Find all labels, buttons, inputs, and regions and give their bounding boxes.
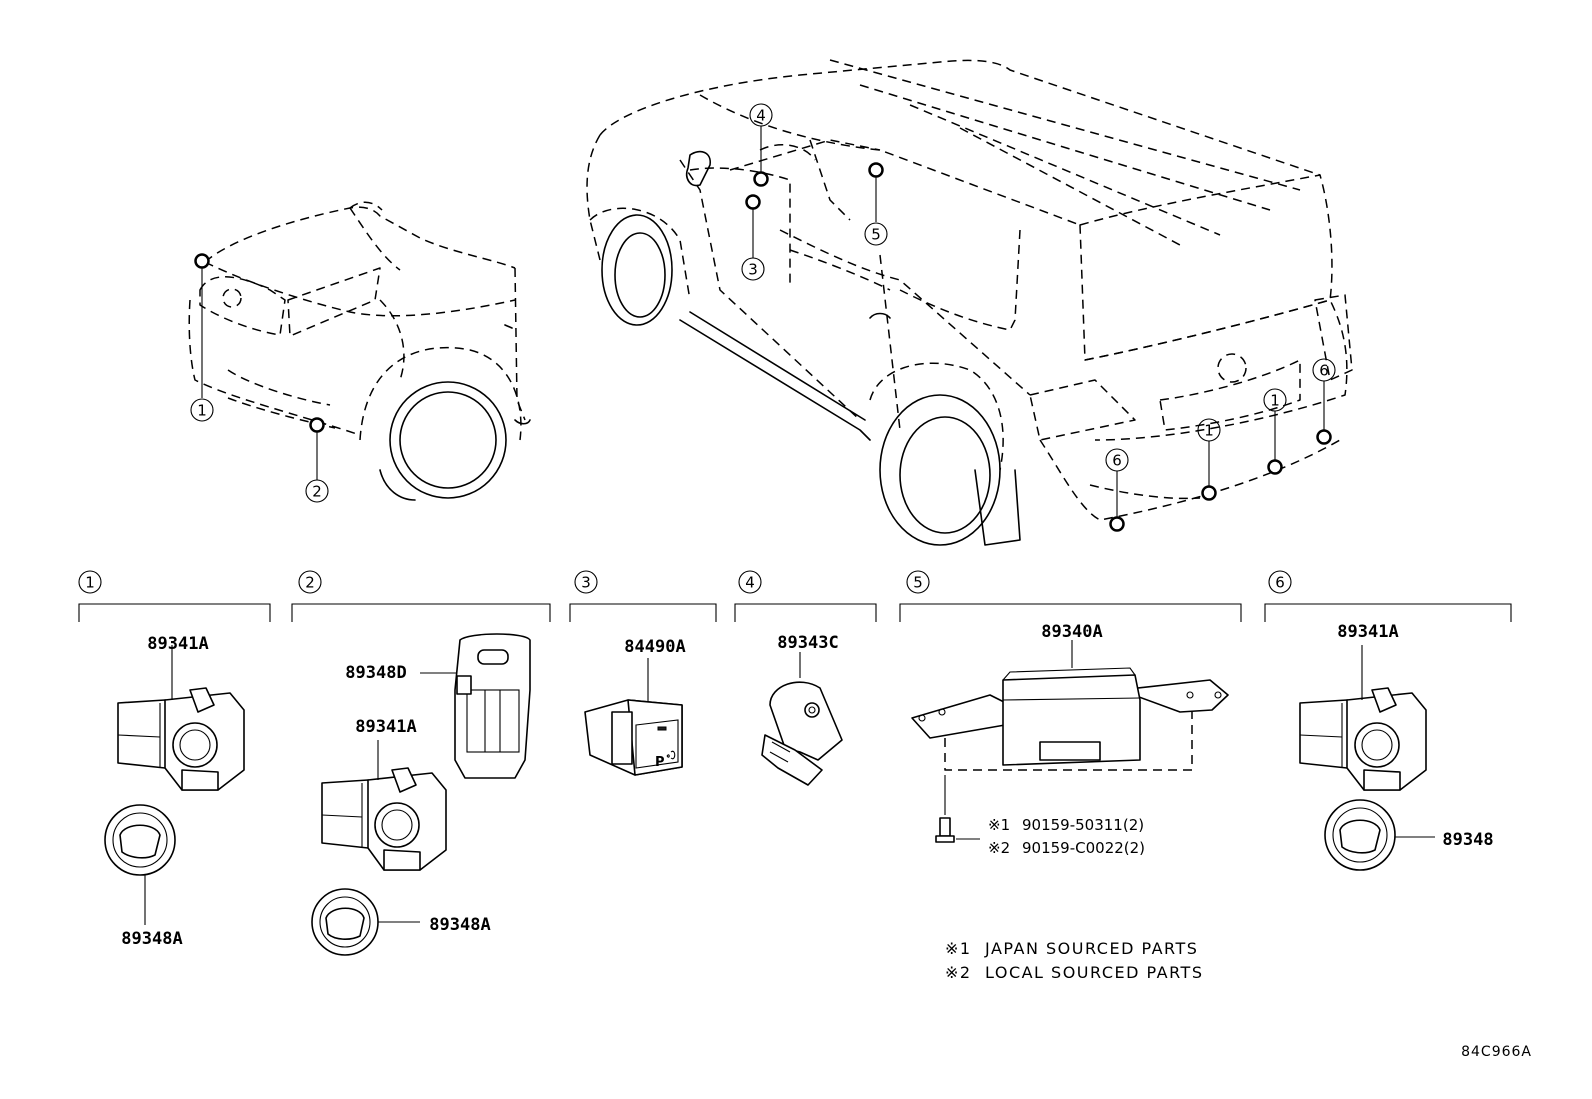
front-vehicle-illustration [188,201,531,501]
group-1-bezel [104,804,176,925]
group-6-bezel [1324,799,1435,871]
callout-rear-4: 4 [749,103,773,127]
rear-vehicle-illustration [586,59,1353,546]
group-header-2: 2 [291,570,551,622]
diagram-code: 84C966A [1461,1044,1532,1060]
group-5-part-89340A: 89340A [1041,622,1102,642]
bolt-part-90159-C0022: 90159-C0022(2) [1022,839,1145,857]
group-5-ecu [911,640,1229,771]
svg-text:1: 1 [1204,422,1214,440]
group-2-part-89348D: 89348D [345,663,406,683]
group-1-part-89348A: 89348A [121,929,182,949]
legend-mark-1: ※1 [945,939,972,958]
callout-rear-6-left: 6 [1105,448,1129,472]
group-6-part-89341A: 89341A [1337,622,1398,642]
svg-text:5: 5 [913,574,923,592]
group-2-part-89348A: 89348A [429,915,490,935]
svg-text:4: 4 [745,574,755,592]
group-2-retainer [420,633,531,779]
svg-text:3: 3 [581,574,591,592]
legend-japan-sourced: JAPAN SOURCED PARTS [984,939,1198,958]
callout-front-2: 2 [305,479,329,503]
callout-rear-1-left: 1 [1197,418,1221,442]
svg-text:1: 1 [197,402,207,420]
group-header-4: 4 [734,570,877,622]
callout-rear-5: 5 [864,222,888,246]
svg-text:2: 2 [305,574,315,592]
svg-text:4: 4 [756,107,766,125]
group-1-sensor [117,645,245,791]
group-header-6: 6 [1264,570,1512,622]
group-header-5: 5 [899,570,1242,622]
group-3-sonar-switch: P [584,658,683,776]
bolt-mark-2: ※2 [988,839,1010,857]
group-3-part-84490A: 84490A [624,637,685,657]
svg-text:3: 3 [748,261,758,279]
group-2-sensor [321,740,447,871]
svg-text:6: 6 [1319,362,1329,380]
group-6-part-89348: 89348 [1442,830,1493,850]
svg-text:5: 5 [871,226,881,244]
svg-text:1: 1 [1270,392,1280,410]
svg-text:6: 6 [1112,452,1122,470]
park-icon: P [655,755,665,770]
svg-text:1: 1 [85,574,95,592]
group-2-part-89341A: 89341A [355,717,416,737]
callout-front-1: 1 [190,398,214,422]
group-6-sensor [1299,645,1427,791]
group-2-bezel [311,888,420,956]
group-header-3: 3 [569,570,717,622]
callout-rear-3: 3 [741,257,765,281]
bolt-mark-1: ※1 [988,816,1010,834]
legend-mark-2: ※2 [945,963,972,982]
group-4-part-89343C: 89343C [777,633,838,653]
group-4-buzzer [761,652,843,786]
group-1-part-89341A: 89341A [147,634,208,654]
callout-rear-6-right: 6 [1312,358,1336,382]
svg-text:6: 6 [1275,574,1285,592]
group-5-bolt [935,775,980,843]
svg-text:2: 2 [312,483,322,501]
group-header-1: 1 [78,570,271,622]
callout-rear-1-right: 1 [1263,388,1287,412]
bolt-part-90159-50311: 90159-50311(2) [1022,816,1144,834]
legend-local-sourced: LOCAL SOURCED PARTS [985,963,1203,982]
